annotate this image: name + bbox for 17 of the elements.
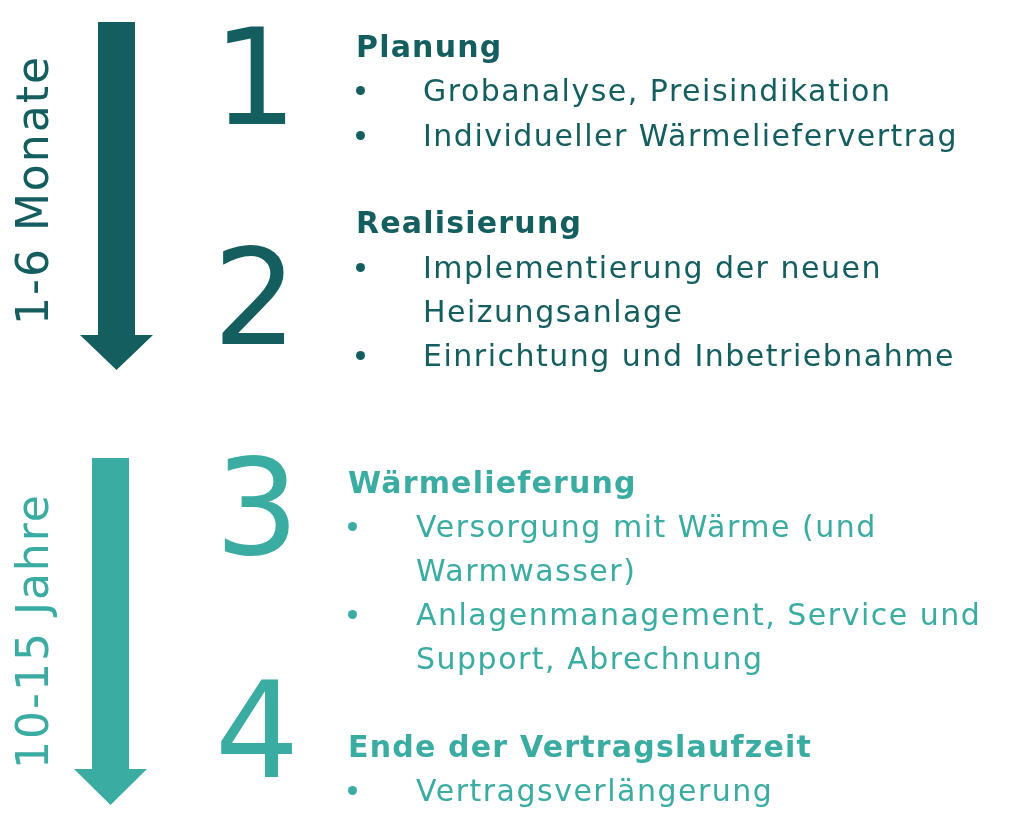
bullet-text: Implementierung der neuen Heizungsanlage [423,249,883,331]
step-number: 1 [211,12,299,145]
bullet-text: Einrichtung und Inbetriebnahme [423,337,955,375]
bullet-text: Vertragsverlängerung [416,772,774,810]
bullet-text: Anlagenmanagement, Service und Support, Abrechnung [416,596,983,678]
bullet-text: Versorgung mit Wärme (und Warmwasser) [416,508,878,590]
phase-heading: Planung [356,28,503,66]
bullet-text: Individueller Wärmeliefervertrag [423,117,958,155]
bullet-text: Grobanalyse, Preisindikation [423,72,892,110]
duration-label: 1-6 Monate [11,55,55,325]
step-number: 4 [213,665,301,798]
phase-heading: Ende der Vertragslaufzeit [348,728,812,766]
step-number: 2 [211,232,299,365]
duration-label: 10-15 Jahre [11,493,55,769]
phase-heading: Realisierung [356,204,583,242]
step-number: 3 [213,442,301,575]
phase-heading: Wärmelieferung [348,464,637,502]
